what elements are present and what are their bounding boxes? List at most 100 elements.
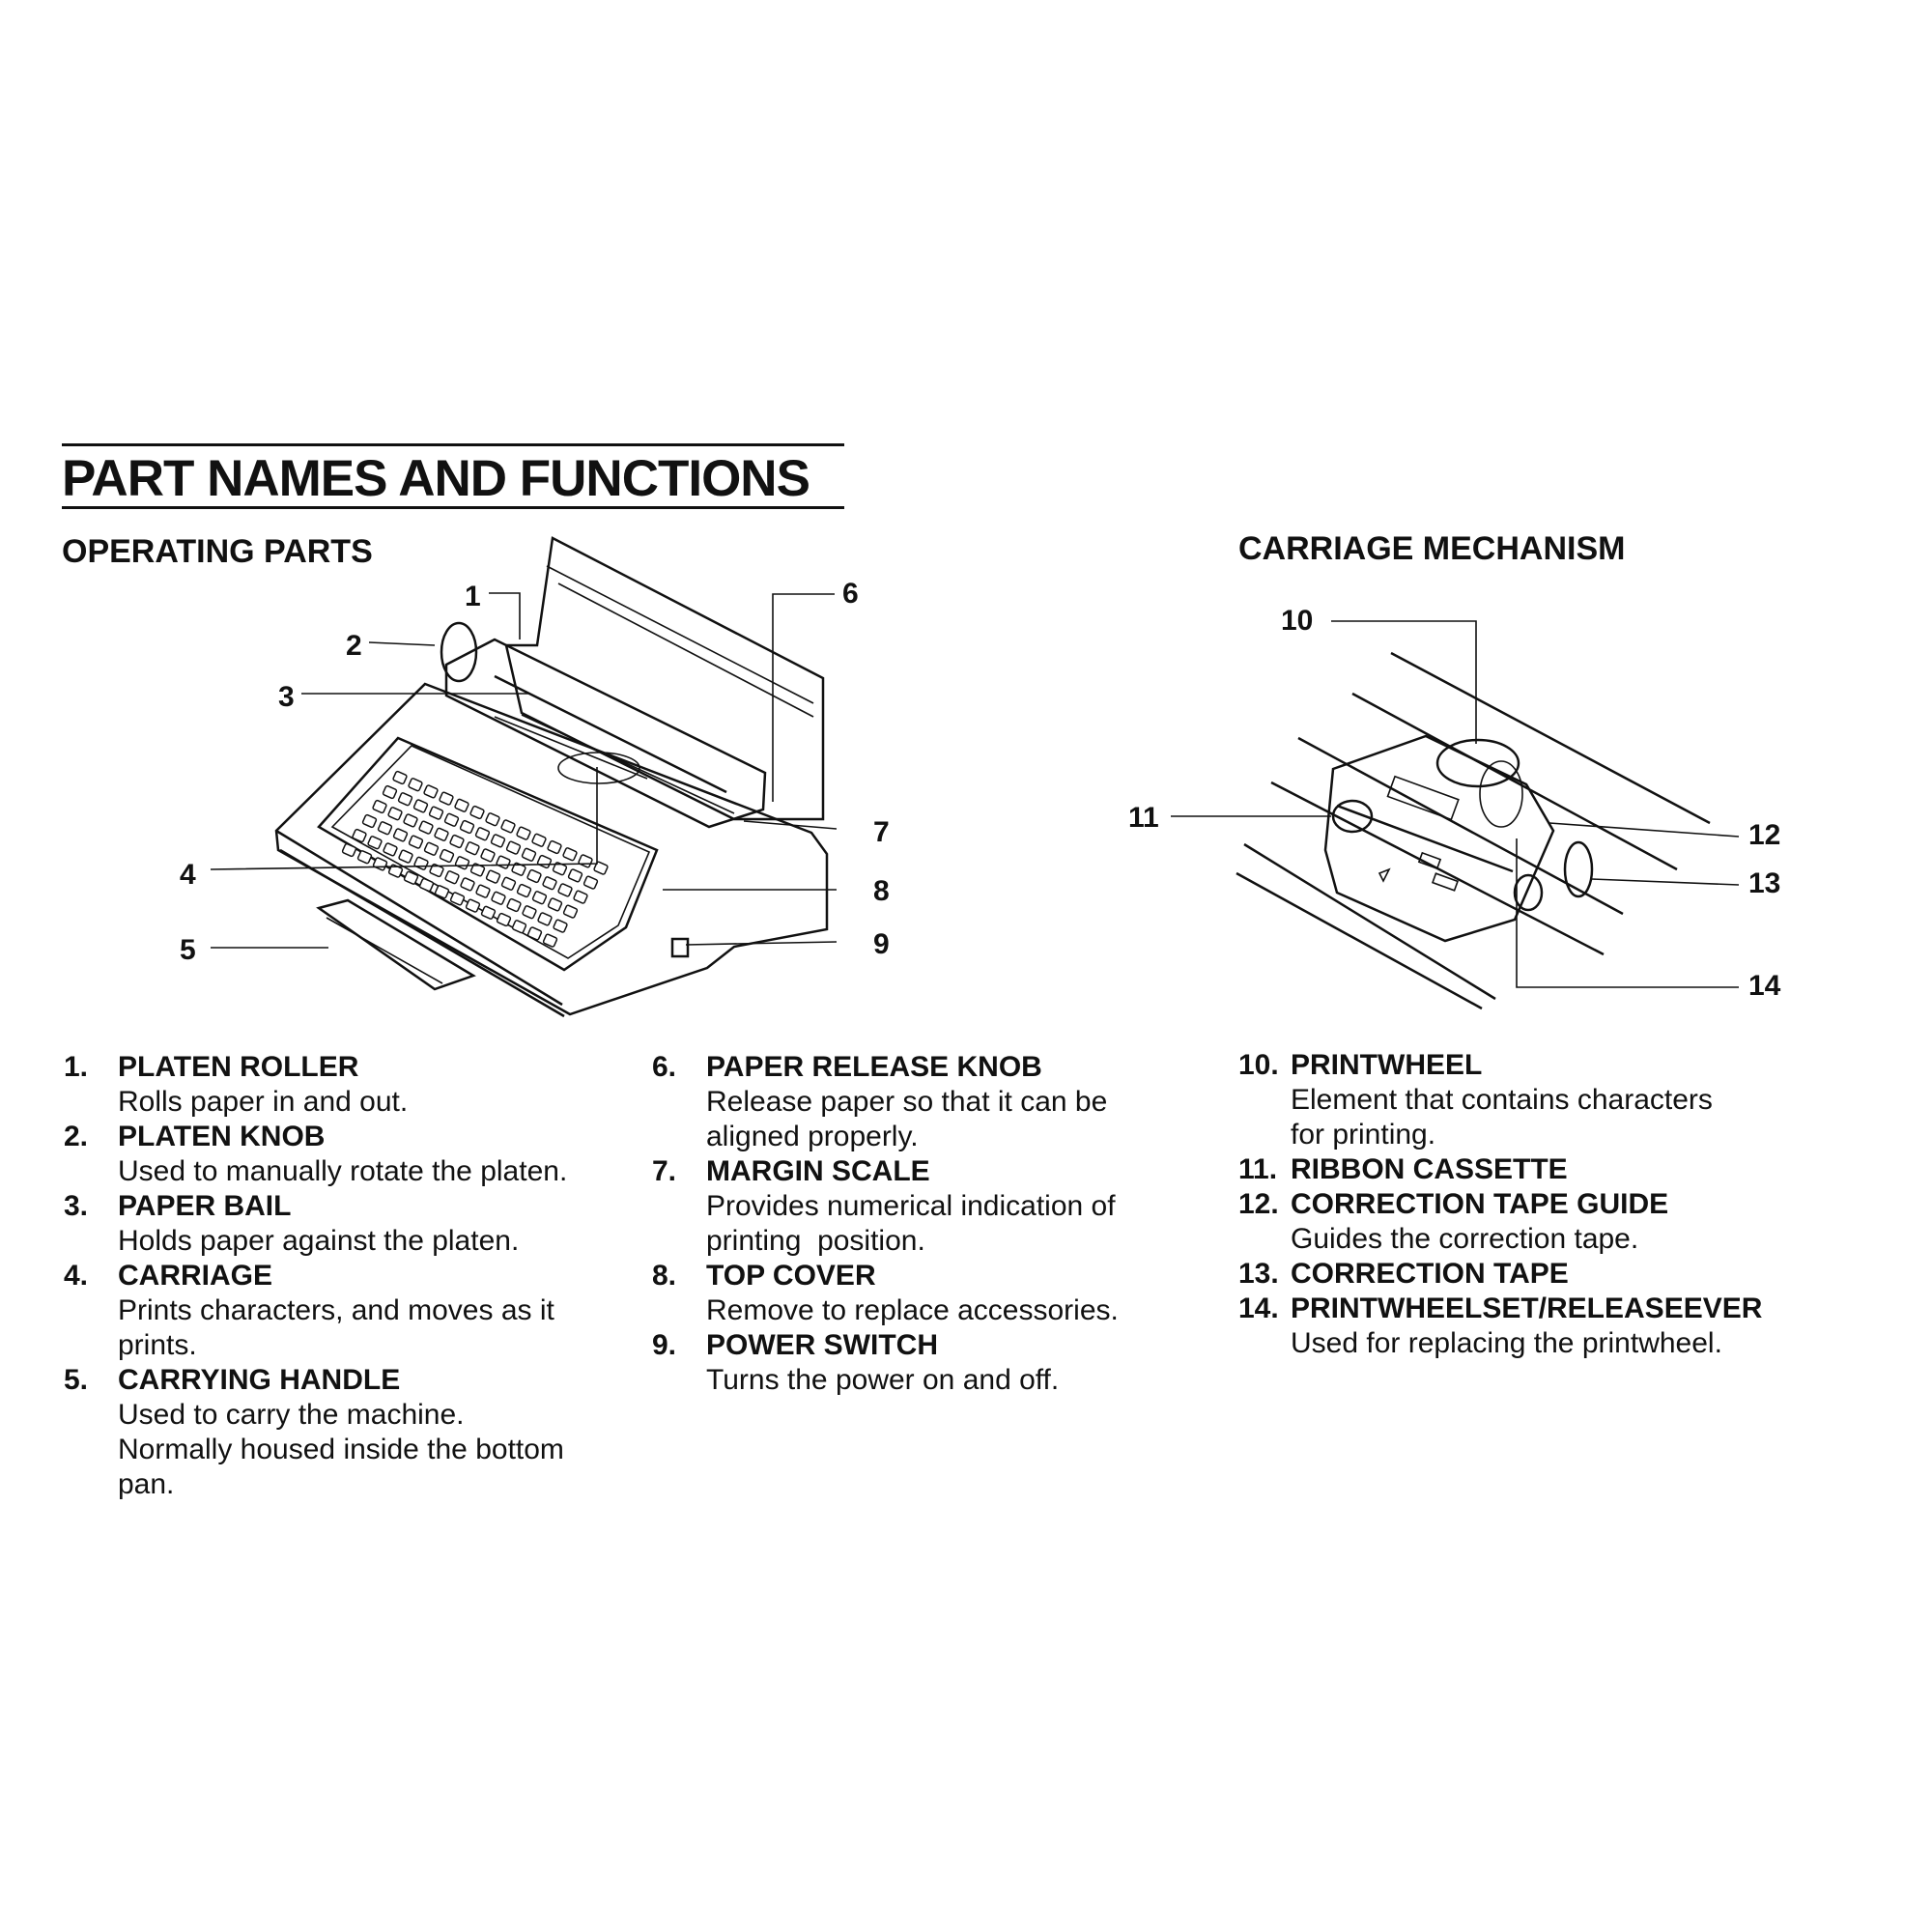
part-description: Used to manually rotate the platen.	[118, 1155, 568, 1187]
part-number: 14.	[1238, 1293, 1279, 1324]
title-bottom-rule	[62, 506, 844, 509]
title-top-rule	[62, 443, 844, 446]
list-item: 7. MARGIN SCALE Provides numerical indic…	[652, 1154, 1193, 1259]
parts-list-column-1: 1. PLATEN ROLLER Rolls paper in and out.…	[64, 1050, 643, 1502]
keyboard-key	[408, 778, 423, 792]
keyboard-key	[377, 821, 393, 836]
part-number: 5.	[64, 1364, 89, 1396]
keyboard-key	[496, 912, 512, 927]
part-name: POWER SWITCH	[706, 1329, 938, 1361]
keyboard-key	[382, 784, 398, 800]
keyboard-key	[398, 849, 413, 864]
keyboard-key	[553, 919, 568, 933]
parts-list-column-3: 10. PRINTWHEEL Element that contains cha…	[1238, 1048, 1915, 1361]
carriage-mechanism-heading: CARRIAGE MECHANISM	[1238, 530, 1626, 567]
part-description: prints.	[118, 1329, 197, 1361]
callout-1: 1	[465, 581, 481, 612]
list-item: 5. CARRYING HANDLE Used to carry the mac…	[64, 1363, 643, 1502]
callout-10: 10	[1281, 605, 1314, 637]
keyboard-key	[516, 826, 531, 840]
keyboard-key	[356, 850, 373, 865]
keyboard-key	[439, 848, 455, 864]
keyboard-key	[428, 806, 444, 820]
part-name: MARGIN SCALE	[706, 1155, 930, 1187]
list-item: 13. CORRECTION TAPE	[1238, 1257, 1915, 1292]
keyboard-key	[490, 834, 506, 848]
keyboard-key	[383, 842, 398, 857]
page-title: PART NAMES AND FUNCTIONS	[62, 450, 810, 507]
keyboard-key	[465, 841, 480, 856]
part-name: CARRYING HANDLE	[118, 1364, 401, 1396]
part-number: 4.	[64, 1260, 89, 1292]
list-item: 3. PAPER BAIL Holds paper against the pl…	[64, 1189, 643, 1259]
part-description: Used to carry the machine.	[118, 1399, 465, 1431]
list-item: 10. PRINTWHEEL Element that contains cha…	[1238, 1048, 1915, 1152]
part-description: Turns the power on and off.	[706, 1364, 1060, 1396]
keyboard-key	[434, 827, 449, 841]
keyboard-key	[459, 819, 475, 835]
list-item: 2. PLATEN KNOB Used to manually rotate t…	[64, 1120, 643, 1189]
keyboard-key	[341, 842, 357, 858]
callout-2: 2	[346, 630, 362, 662]
part-name: PRINTWHEELSET/RELEASEEVER	[1291, 1293, 1763, 1324]
keyboard-key	[531, 891, 548, 905]
part-number: 13.	[1238, 1258, 1279, 1290]
part-description: aligned properly.	[706, 1121, 919, 1152]
part-description: Rolls paper in and out.	[118, 1086, 409, 1118]
keyboard-key	[547, 839, 562, 855]
keyboard-key	[562, 847, 578, 862]
part-description: Release paper so that it can be	[706, 1086, 1108, 1118]
keyboard-key	[542, 876, 557, 891]
part-name: PAPER BAIL	[118, 1190, 292, 1222]
callout-14: 14	[1748, 970, 1781, 1002]
keyboard-key	[511, 920, 527, 934]
list-item: 1. PLATEN ROLLER Rolls paper in and out.	[64, 1050, 643, 1120]
part-description: Holds paper against the platen.	[118, 1225, 520, 1257]
part-name: TOP COVER	[706, 1260, 876, 1292]
part-description: Normally housed inside the bottom	[118, 1434, 564, 1465]
keyboard-key	[505, 840, 522, 855]
list-item: 11. RIBBON CASSETTE	[1238, 1152, 1915, 1187]
keyboard-key	[500, 819, 516, 834]
keyboard-key	[593, 861, 609, 875]
callout-12: 12	[1748, 819, 1781, 851]
keyboard-key	[408, 835, 424, 849]
keyboard-key	[474, 827, 491, 841]
part-name: RIBBON CASSETTE	[1291, 1153, 1568, 1185]
keyboard-key	[485, 812, 500, 827]
keyboard-key	[412, 799, 429, 813]
part-description: Used for replacing the printwheel.	[1291, 1327, 1722, 1359]
part-number: 3.	[64, 1190, 89, 1222]
part-description: Guides the correction tape.	[1291, 1223, 1639, 1255]
part-description: Remove to replace accessories.	[706, 1294, 1119, 1326]
keyboard-key	[392, 828, 409, 842]
keyboard-key	[460, 877, 475, 892]
keyboard-key	[537, 912, 553, 926]
keyboard-key	[361, 813, 378, 829]
list-item: 12. CORRECTION TAPE GUIDE Guides the cor…	[1238, 1187, 1915, 1257]
keyboard-key	[516, 883, 532, 898]
list-item: 6. PAPER RELEASE KNOB Release paper so t…	[652, 1050, 1193, 1154]
list-item: 9. POWER SWITCH Turns the power on and o…	[652, 1328, 1193, 1398]
callout-11: 11	[1128, 802, 1159, 834]
part-number: 11.	[1238, 1153, 1278, 1185]
callout-8: 8	[873, 875, 890, 907]
keyboard-key	[434, 885, 450, 899]
part-name: CARRIAGE	[118, 1260, 273, 1292]
keyboard-key	[491, 891, 506, 905]
part-description: for printing.	[1291, 1119, 1436, 1151]
keyboard-key	[480, 905, 497, 920]
keyboard-key	[423, 784, 439, 799]
keyboard-key	[557, 883, 573, 897]
part-number: 2.	[64, 1121, 89, 1152]
keyboard-key	[449, 892, 466, 906]
keyboard-key	[444, 870, 460, 885]
part-name: PAPER RELEASE KNOB	[706, 1051, 1042, 1083]
keyboard-key	[443, 812, 460, 827]
callout-13: 13	[1748, 867, 1781, 899]
keyboard-key	[506, 897, 522, 913]
keyboard-key	[480, 848, 496, 863]
keyboard-key	[531, 833, 547, 847]
